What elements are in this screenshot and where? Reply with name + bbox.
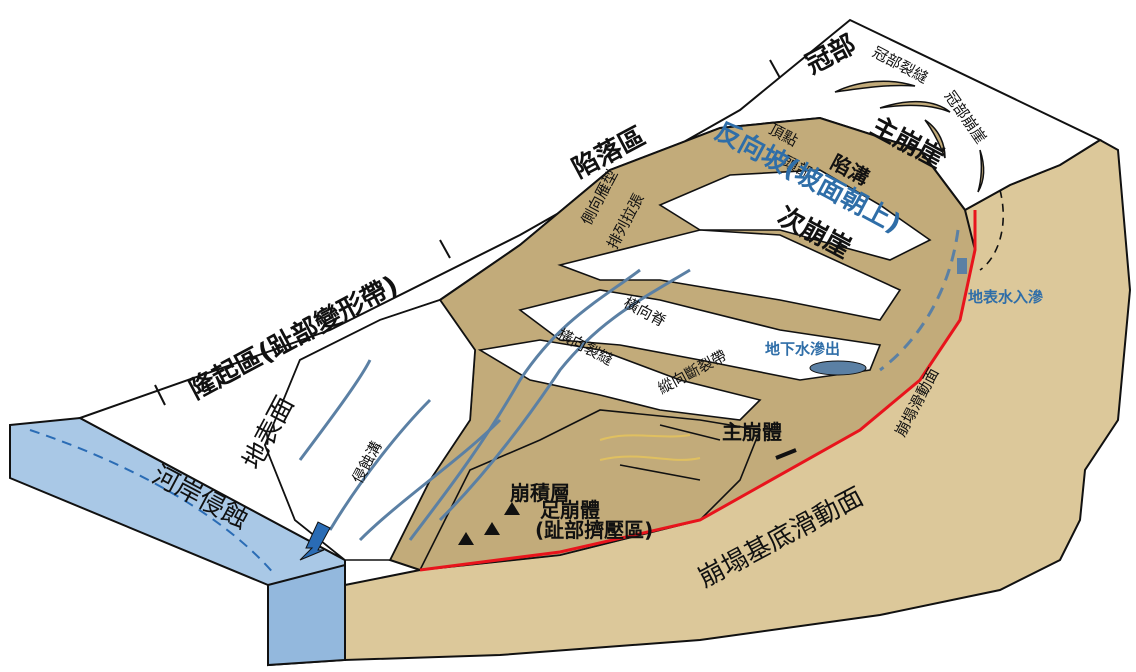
crown-crack-2 — [879, 100, 951, 113]
label-colluvium: 崩積層 — [510, 481, 570, 505]
toe-blocks — [264, 299, 476, 561]
label-surface-water: 地表水入滲 — [968, 288, 1044, 306]
dashed-slip-1 — [879, 229, 960, 372]
crown-crack-3 — [924, 119, 946, 159]
label-main-body: 主崩體 — [722, 420, 782, 444]
label-groundwater: 地下水滲出 — [765, 340, 841, 358]
movement-arrow-2 — [619, 464, 701, 481]
flow-line-2 — [599, 455, 701, 461]
crown-crack-1 — [834, 80, 916, 93]
step-1 — [658, 169, 932, 261]
colluvium-marker-2 — [484, 522, 500, 535]
gully-line-2 — [328, 398, 432, 531]
gully-line-1 — [298, 359, 372, 461]
dim-line-depletion — [439, 239, 451, 259]
label-toe-compression: (趾部擠壓區) — [535, 518, 654, 542]
colluvium-marker-1 — [458, 532, 474, 545]
dim-line-crown — [769, 59, 781, 79]
gully-line-5 — [438, 268, 691, 522]
label-foot: 足崩體 — [540, 498, 600, 522]
infiltration-marker — [957, 258, 967, 274]
step-2 — [557, 229, 902, 321]
movement-arrow-1 — [659, 424, 721, 441]
colluvium-marker-3 — [504, 502, 520, 515]
erosion-arrow — [299, 521, 331, 561]
seepage-pool — [809, 360, 867, 376]
crown-crack-4 — [977, 149, 985, 193]
slip-surface-line — [419, 210, 977, 572]
river-dashed-line — [29, 429, 276, 576]
gully-line-4 — [408, 268, 641, 541]
river-front — [267, 563, 346, 667]
flow-line-1 — [599, 434, 691, 441]
step-3 — [518, 289, 882, 381]
dim-line-uplift — [154, 384, 166, 406]
movement-arrow-3 — [775, 448, 797, 460]
step-4 — [477, 339, 762, 421]
